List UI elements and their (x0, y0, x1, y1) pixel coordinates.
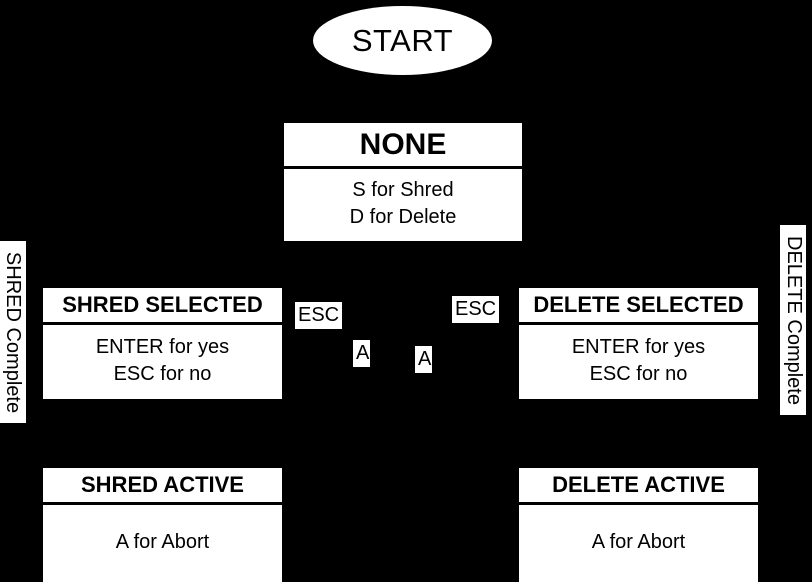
node-shred-selected: SHRED SELECTED ENTER for yes ESC for no (43, 288, 282, 399)
edge-label-shred-complete-text: SHRED Complete (2, 251, 25, 413)
node-shred-active: SHRED ACTIVE A for Abort (43, 468, 282, 582)
node-shred-active-line-1: A for Abort (115, 530, 210, 553)
node-none-body: S for Shred D for Delete (284, 169, 522, 241)
edge-label-delete-complete: DELETE Complete (780, 225, 806, 415)
edge-label-shred-complete: SHRED Complete (0, 241, 26, 423)
edge-label-esc-left: ESC (295, 302, 343, 329)
node-delete-selected-line-2: ESC for no (589, 362, 688, 385)
node-shred-selected-line-2: ESC for no (113, 362, 212, 385)
node-delete-active: DELETE ACTIVE A for Abort (519, 468, 758, 582)
node-delete-selected-line-1: ENTER for yes (571, 335, 706, 358)
node-none-title: NONE (284, 123, 522, 170)
node-shred-active-title: SHRED ACTIVE (43, 468, 282, 505)
node-delete-active-body: A for Abort (519, 505, 758, 582)
node-delete-selected: DELETE SELECTED ENTER for yes ESC for no (519, 288, 758, 399)
node-delete-active-line-1: A for Abort (591, 530, 686, 553)
node-shred-selected-body: ENTER for yes ESC for no (43, 325, 282, 399)
node-delete-selected-title: DELETE SELECTED (519, 288, 758, 325)
node-shred-active-body: A for Abort (43, 505, 282, 582)
edge-label-delete-complete-text: DELETE Complete (782, 235, 805, 405)
node-delete-active-title: DELETE ACTIVE (519, 468, 758, 505)
node-start: START (313, 6, 492, 75)
node-start-title: START (351, 22, 454, 58)
edge-label-abort-left: A (353, 340, 370, 367)
node-shred-selected-title: SHRED SELECTED (43, 288, 282, 325)
edge-label-esc-right: ESC (452, 296, 500, 323)
node-none: NONE S for Shred D for Delete (284, 123, 522, 241)
node-none-line-1: S for Shred (352, 179, 454, 202)
node-delete-selected-body: ENTER for yes ESC for no (519, 325, 758, 399)
node-none-line-2: D for Delete (349, 206, 457, 229)
edge-label-abort-right: A (415, 346, 432, 373)
node-shred-selected-line-1: ENTER for yes (95, 335, 230, 358)
